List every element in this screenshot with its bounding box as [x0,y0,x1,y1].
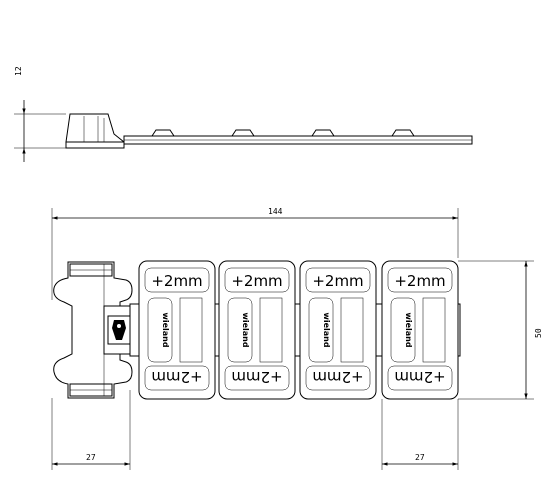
marker-label-bottom: +2mm [312,368,363,386]
side-base [65,141,125,149]
side-view: 12 [14,66,473,162]
side-end-piece [65,113,126,143]
dim-right-section: 27 [415,453,425,462]
top-view: 144 +2mm wieland +2mm [51,207,543,470]
marker-label-top: +2mm [394,272,445,290]
marker-label-bottom: +2mm [231,368,282,386]
side-bumps [151,129,415,137]
marker-2: +2mm wieland +2mm [218,260,296,400]
dim-left-section: 27 [86,453,96,462]
marker-label-bottom: +2mm [151,368,202,386]
marker-label-top: +2mm [231,272,282,290]
marker-3: +2mm wieland +2mm [299,260,377,400]
marker-1: +2mm wieland +2mm [138,260,216,400]
marker-brand: wieland [241,312,250,347]
dim-total-length: 144 [268,207,283,216]
marker-label-top: +2mm [312,272,363,290]
marker-4: +2mm wieland +2mm [381,260,459,400]
marker-brand: wieland [322,312,331,347]
end-clamp [53,261,137,399]
marker-label-top: +2mm [151,272,202,290]
marker-brand: wieland [161,312,170,347]
dim-height-side: 12 [14,66,23,76]
marker-brand: wieland [404,312,413,347]
dim-width: 50 [534,328,543,338]
marker-label-bottom: +2mm [394,368,445,386]
